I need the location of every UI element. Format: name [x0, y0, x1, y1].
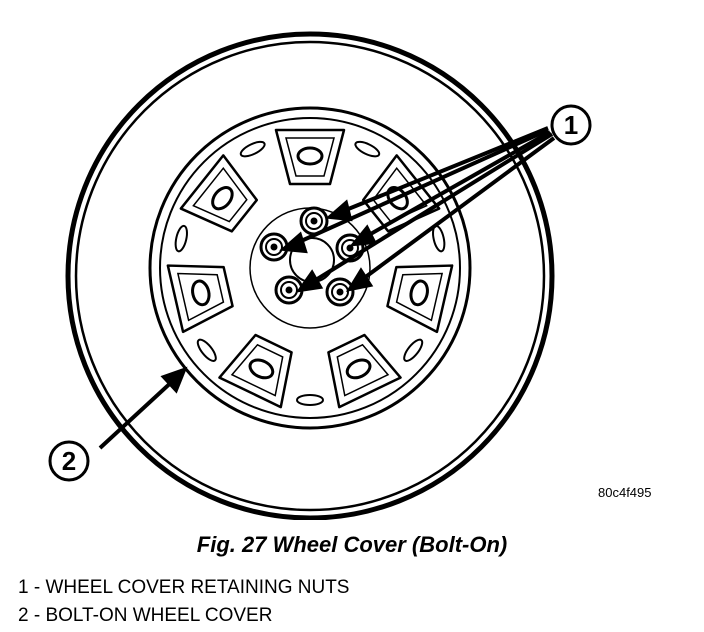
wheel-cover-diagram: 1 2 [48, 31, 592, 520]
legend-item-2: 2 - BOLT-ON WHEEL COVER [18, 605, 273, 626]
vent-slot [196, 338, 217, 362]
tire [65, 31, 555, 520]
spoke-window [274, 128, 346, 186]
retaining-nut [274, 275, 304, 305]
callout-1-number: 1 [564, 110, 578, 140]
callout-2-leader [98, 366, 188, 450]
callout-1-leaders [279, 126, 556, 293]
callout-2-number: 2 [62, 446, 76, 476]
figure-caption: Fig. 27 Wheel Cover (Bolt-On) [196, 532, 508, 557]
spoke-window [166, 264, 234, 334]
spoke-window [386, 264, 454, 334]
vent-slot [174, 224, 188, 253]
vent-slot [354, 140, 381, 158]
legend: 1 - WHEEL COVER RETAINING NUTS 2 - BOLT-… [18, 574, 349, 630]
spoke-window [179, 154, 259, 233]
spoke-window [327, 333, 402, 409]
vent-slot [296, 394, 324, 406]
figure-id: 80c4f495 [598, 485, 652, 500]
spoke-window [218, 333, 293, 409]
retaining-nut [325, 277, 355, 307]
wheel-cover-spokes [166, 128, 454, 409]
vent-slot [403, 338, 424, 362]
callout-2: 2 [48, 440, 90, 482]
callout-1: 1 [550, 104, 592, 146]
vent-slot [239, 140, 266, 158]
retaining-nuts [259, 206, 365, 307]
retaining-nut [259, 232, 289, 262]
legend-item-1: 1 - WHEEL COVER RETAINING NUTS [18, 577, 350, 598]
